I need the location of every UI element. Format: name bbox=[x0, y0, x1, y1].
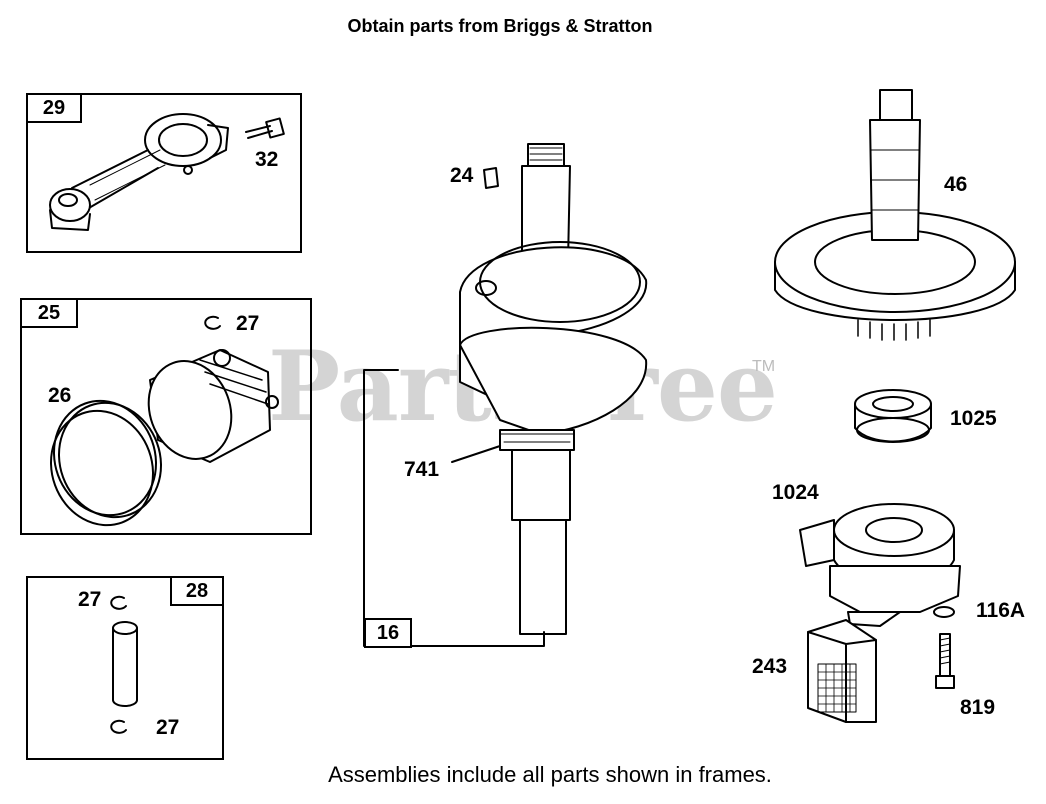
washer-116a-drawing bbox=[933, 606, 955, 618]
callout-32: 32 bbox=[255, 148, 279, 171]
frame-28-tag: 28 bbox=[170, 576, 224, 606]
seal-1025-drawing bbox=[854, 389, 932, 443]
callout-27-piston: 27 bbox=[236, 312, 260, 335]
footer-note: Assemblies include all parts shown in fr… bbox=[328, 762, 772, 787]
crankshaft-drawing bbox=[459, 143, 648, 635]
frame-29 bbox=[26, 93, 302, 253]
leader-741 bbox=[451, 445, 501, 463]
callout-46: 46 bbox=[944, 173, 968, 196]
callout-1024: 1024 bbox=[772, 481, 819, 504]
watermark-trademark: TM bbox=[752, 358, 776, 375]
screw-819-drawing bbox=[935, 633, 955, 689]
piston-drawing bbox=[147, 349, 279, 463]
filter-243-drawing bbox=[807, 619, 877, 723]
callout-24: 24 bbox=[450, 164, 474, 187]
clip-27-lower-drawing bbox=[110, 719, 127, 734]
callout-116a: 116A bbox=[976, 599, 1026, 622]
callout-27-upper: 27 bbox=[78, 588, 102, 611]
frame-28 bbox=[26, 576, 224, 760]
callout-27-lower: 27 bbox=[156, 716, 180, 739]
callout-741: 741 bbox=[404, 458, 440, 481]
connecting-rod-drawing bbox=[49, 113, 229, 231]
clip-27-top-drawing bbox=[204, 315, 221, 330]
camshaft-gear-drawing bbox=[774, 89, 1016, 341]
clip-27-upper-drawing bbox=[110, 595, 127, 610]
frame-29-tag: 29 bbox=[26, 93, 82, 123]
piston-pin-drawing bbox=[112, 621, 138, 707]
piston-rings-drawing bbox=[49, 399, 163, 527]
frame-25 bbox=[20, 298, 312, 535]
callout-1025: 1025 bbox=[950, 407, 997, 430]
callout-819: 819 bbox=[960, 696, 996, 719]
callout-26: 26 bbox=[48, 384, 72, 407]
frame-16-tag: 16 bbox=[364, 618, 412, 648]
key-24-drawing bbox=[483, 167, 499, 189]
page-title: Obtain parts from Briggs & Stratton bbox=[347, 16, 653, 36]
frame-25-tag: 25 bbox=[20, 298, 78, 328]
bolt-32-drawing bbox=[245, 117, 285, 139]
governor-assembly-drawing bbox=[799, 503, 961, 627]
callout-243: 243 bbox=[752, 655, 788, 678]
